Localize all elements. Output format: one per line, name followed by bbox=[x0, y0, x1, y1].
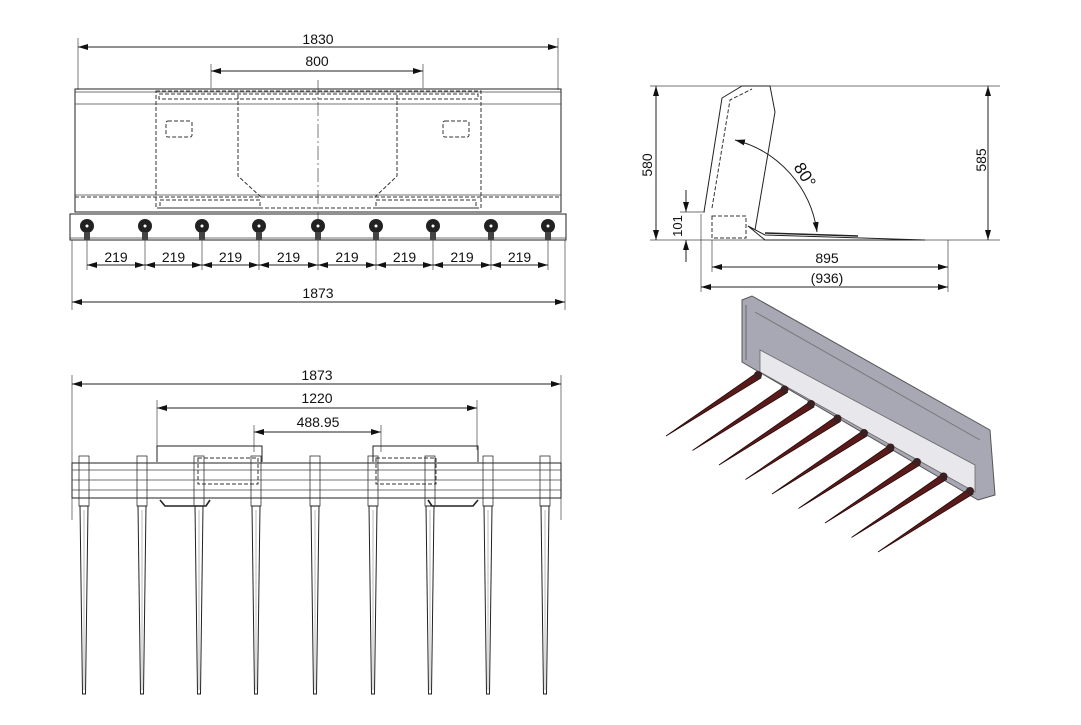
spacing-dimension: 219 bbox=[277, 249, 301, 265]
spacing-dimension: 219 bbox=[104, 249, 128, 265]
tine-mount bbox=[252, 219, 266, 270]
tine-3d bbox=[851, 472, 948, 538]
tine bbox=[424, 455, 436, 695]
tine bbox=[78, 455, 90, 695]
tine bbox=[136, 455, 148, 695]
dimension-bottom-101: 101 bbox=[670, 215, 685, 237]
spacing-dimension: 219 bbox=[393, 249, 417, 265]
side-view: 580 585 101 80° 895 (936) bbox=[639, 85, 1000, 292]
tine bbox=[193, 455, 205, 695]
dimension-center-width: 488.95 bbox=[297, 414, 340, 430]
tine-mount bbox=[138, 219, 152, 270]
tine-mount bbox=[484, 219, 498, 270]
tine-mount bbox=[426, 219, 440, 270]
angle-80: 80° bbox=[790, 159, 820, 191]
top-tines bbox=[78, 455, 551, 695]
tine-mount bbox=[311, 219, 325, 270]
dimension-tine-length: 895 bbox=[815, 250, 839, 266]
dimension-overall-depth: (936) bbox=[811, 270, 844, 286]
tine-3d bbox=[745, 414, 842, 480]
tine-mount bbox=[369, 219, 383, 270]
spacing-dimension: 219 bbox=[162, 249, 186, 265]
dimension-overall-width: 1830 bbox=[302, 31, 333, 47]
tine-3d bbox=[877, 487, 974, 553]
tine-3d bbox=[798, 443, 895, 509]
spacing-dimension: 219 bbox=[335, 249, 359, 265]
tine-mount bbox=[541, 219, 555, 270]
tine bbox=[250, 455, 262, 695]
tine-mounts bbox=[80, 219, 555, 270]
front-view: 1830 800 219 219 219 219 219 219 219 219 1873 bbox=[69, 31, 567, 310]
dimension-mount-width: 800 bbox=[305, 53, 329, 69]
tine-mount bbox=[80, 219, 94, 270]
tine bbox=[539, 455, 551, 695]
tine-3d bbox=[692, 385, 789, 451]
tine-3d bbox=[665, 371, 762, 437]
tine bbox=[482, 455, 494, 695]
isometric-view bbox=[665, 295, 996, 553]
dimension-total-width: 1873 bbox=[302, 285, 333, 301]
spacing-dimension: 219 bbox=[450, 249, 474, 265]
tine-3d bbox=[718, 400, 815, 466]
tine bbox=[309, 455, 321, 695]
dimension-height-580: 580 bbox=[639, 153, 655, 177]
spacing-dimension: 219 bbox=[508, 249, 532, 265]
tine-mount bbox=[195, 219, 209, 270]
dimension-height-585: 585 bbox=[973, 148, 989, 172]
tine bbox=[367, 455, 379, 695]
spacing-dimension: 219 bbox=[219, 249, 243, 265]
isometric-tines bbox=[665, 371, 974, 553]
top-view: 1873 1220 488.95 bbox=[71, 367, 562, 695]
dimension-top-total-width: 1873 bbox=[301, 367, 332, 383]
tine-3d bbox=[824, 458, 921, 524]
dimension-frame-width: 1220 bbox=[301, 390, 332, 406]
tine-3d bbox=[771, 429, 868, 495]
